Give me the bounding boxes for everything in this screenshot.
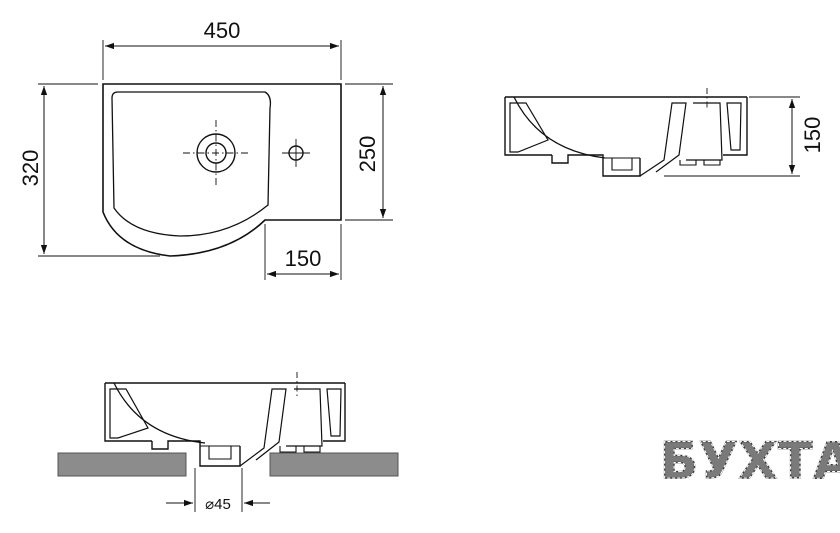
bowl-inner-top (111, 91, 272, 237)
drain-outer-circle (196, 133, 236, 173)
dim-height-label: 150 (800, 117, 825, 154)
dim-ledge-label: 150 (285, 246, 322, 271)
mounted-section-view (104, 372, 346, 467)
drain-diameter-dimension (166, 468, 270, 512)
countertop-right (269, 452, 399, 477)
brand-logo-stitch: БУХТА (660, 432, 840, 490)
dim-depth-overall-label: 320 (18, 150, 43, 187)
drain-inner-circle (205, 142, 227, 164)
basin-outline-top (102, 83, 342, 257)
dim-width-label: 450 (204, 18, 241, 43)
dim-depth-bowl-label: 250 (355, 136, 380, 173)
dim-drain-label: ⌀45 (205, 496, 231, 513)
brand-logo-text: БУХТА (660, 432, 840, 490)
countertop-left (57, 452, 187, 477)
brand-logo: БУХТА БУХТА (659, 431, 840, 490)
side-section-view (504, 88, 800, 177)
top-view (38, 40, 393, 280)
